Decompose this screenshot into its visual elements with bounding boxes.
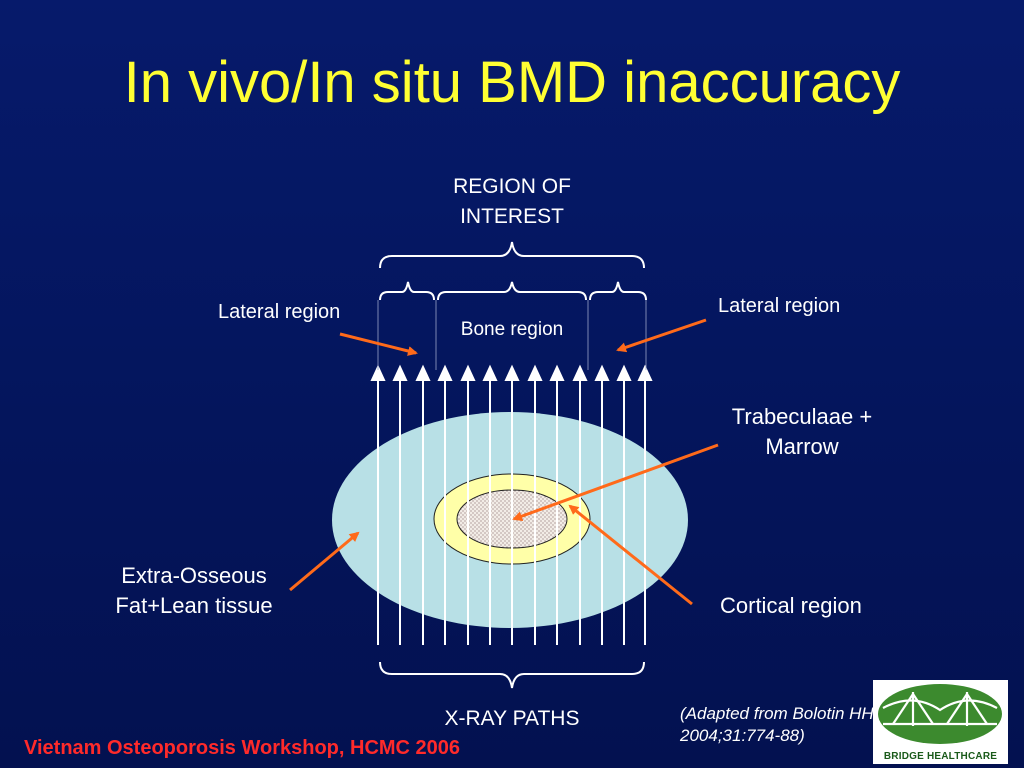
trabeculae-label: Trabeculaae + Marrow [731, 404, 873, 459]
lateral-left-brace [379, 281, 435, 301]
xray-paths-label: X-RAY PATHS [444, 707, 580, 730]
roi-label: REGION OF INTEREST [453, 175, 571, 228]
extra-osseous-pointer [289, 531, 360, 592]
extra-osseous-label: Extra-Osseous Fat+Lean tissue [115, 563, 273, 618]
xray-brace [379, 661, 645, 689]
roi-brace [379, 241, 645, 269]
bone-brace [437, 281, 587, 301]
lateral-right-brace [589, 281, 647, 301]
region-guides [377, 300, 647, 370]
lateral-left-label: Lateral region [218, 301, 341, 323]
xray-arrows [370, 364, 653, 645]
slide-title: In vivo/In situ BMD inaccuracy [123, 50, 901, 115]
lateral-right-label: Lateral region [718, 295, 841, 317]
cortical-label: Cortical region [720, 593, 862, 618]
lateral-right-pointer [616, 318, 707, 353]
trabeculae-pointer [512, 443, 719, 521]
cortical-pointer [568, 504, 693, 606]
bone-region-label: Bone region [460, 319, 564, 340]
lateral-left-pointer [339, 332, 418, 356]
footer-text: Vietnam Osteoporosis Workshop, HCMC 2006 [24, 737, 461, 759]
logo-text: BRIDGE HEALTHCARE [883, 751, 998, 762]
bridge-healthcare-logo: BRIDGE HEALTHCARE [873, 680, 1008, 764]
